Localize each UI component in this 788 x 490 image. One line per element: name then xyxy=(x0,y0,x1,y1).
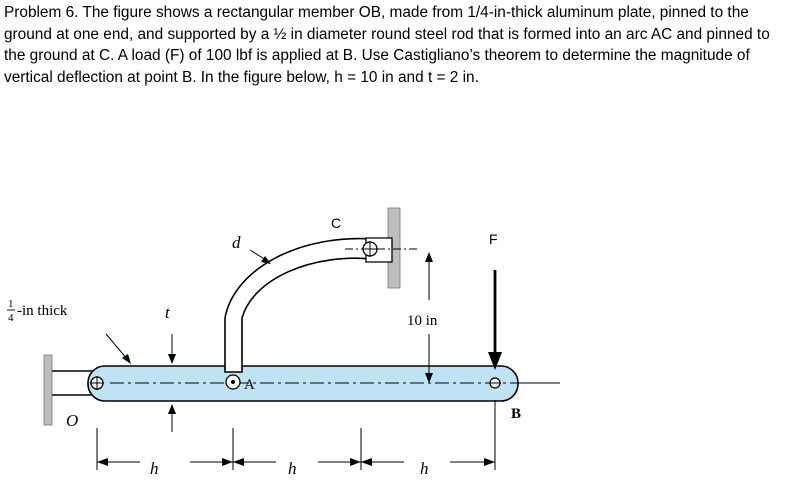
dim-h3-arrow-right xyxy=(484,458,495,466)
label-t: t xyxy=(165,303,171,322)
dim-h1-arrow-right xyxy=(222,458,233,466)
label-thick-den: 4 xyxy=(8,312,14,324)
dim-10in-arrow-bottom xyxy=(425,373,433,383)
problem-statement: Problem 6. The figure shows a rectangula… xyxy=(4,4,770,86)
dim-t-arrow-bottom xyxy=(168,404,176,414)
dim-t-arrow-top xyxy=(168,354,176,364)
thick-leader xyxy=(105,333,129,361)
label-o: O xyxy=(66,411,78,430)
pin-a-center xyxy=(231,380,235,384)
label-10in: 10 in xyxy=(407,313,438,329)
dim-h2-arrow-right xyxy=(350,458,361,466)
d-leader-arrow xyxy=(261,256,271,264)
label-b: B xyxy=(511,406,521,422)
dim-h1-arrow-left xyxy=(97,458,108,466)
label-thick-text: -in thick xyxy=(17,303,68,319)
label-h1: h xyxy=(150,459,159,478)
label-h2: h xyxy=(288,459,297,478)
d-leader xyxy=(249,249,267,261)
thick-leader-arrow xyxy=(122,354,131,364)
ground-support-o xyxy=(43,354,53,426)
label-a: A xyxy=(244,377,255,393)
dim-h2-arrow-left xyxy=(233,458,244,466)
rod-ac xyxy=(224,237,373,373)
label-thick-frac: 1 xyxy=(8,298,14,310)
label-d: d xyxy=(232,233,241,252)
label-h3: h xyxy=(420,459,429,478)
label-f: F xyxy=(489,231,498,247)
dim-10in-arrow-top xyxy=(425,252,433,262)
force-f-arrowhead xyxy=(488,352,502,370)
dim-h3-arrow-left xyxy=(361,458,372,466)
label-c: C xyxy=(331,215,341,231)
